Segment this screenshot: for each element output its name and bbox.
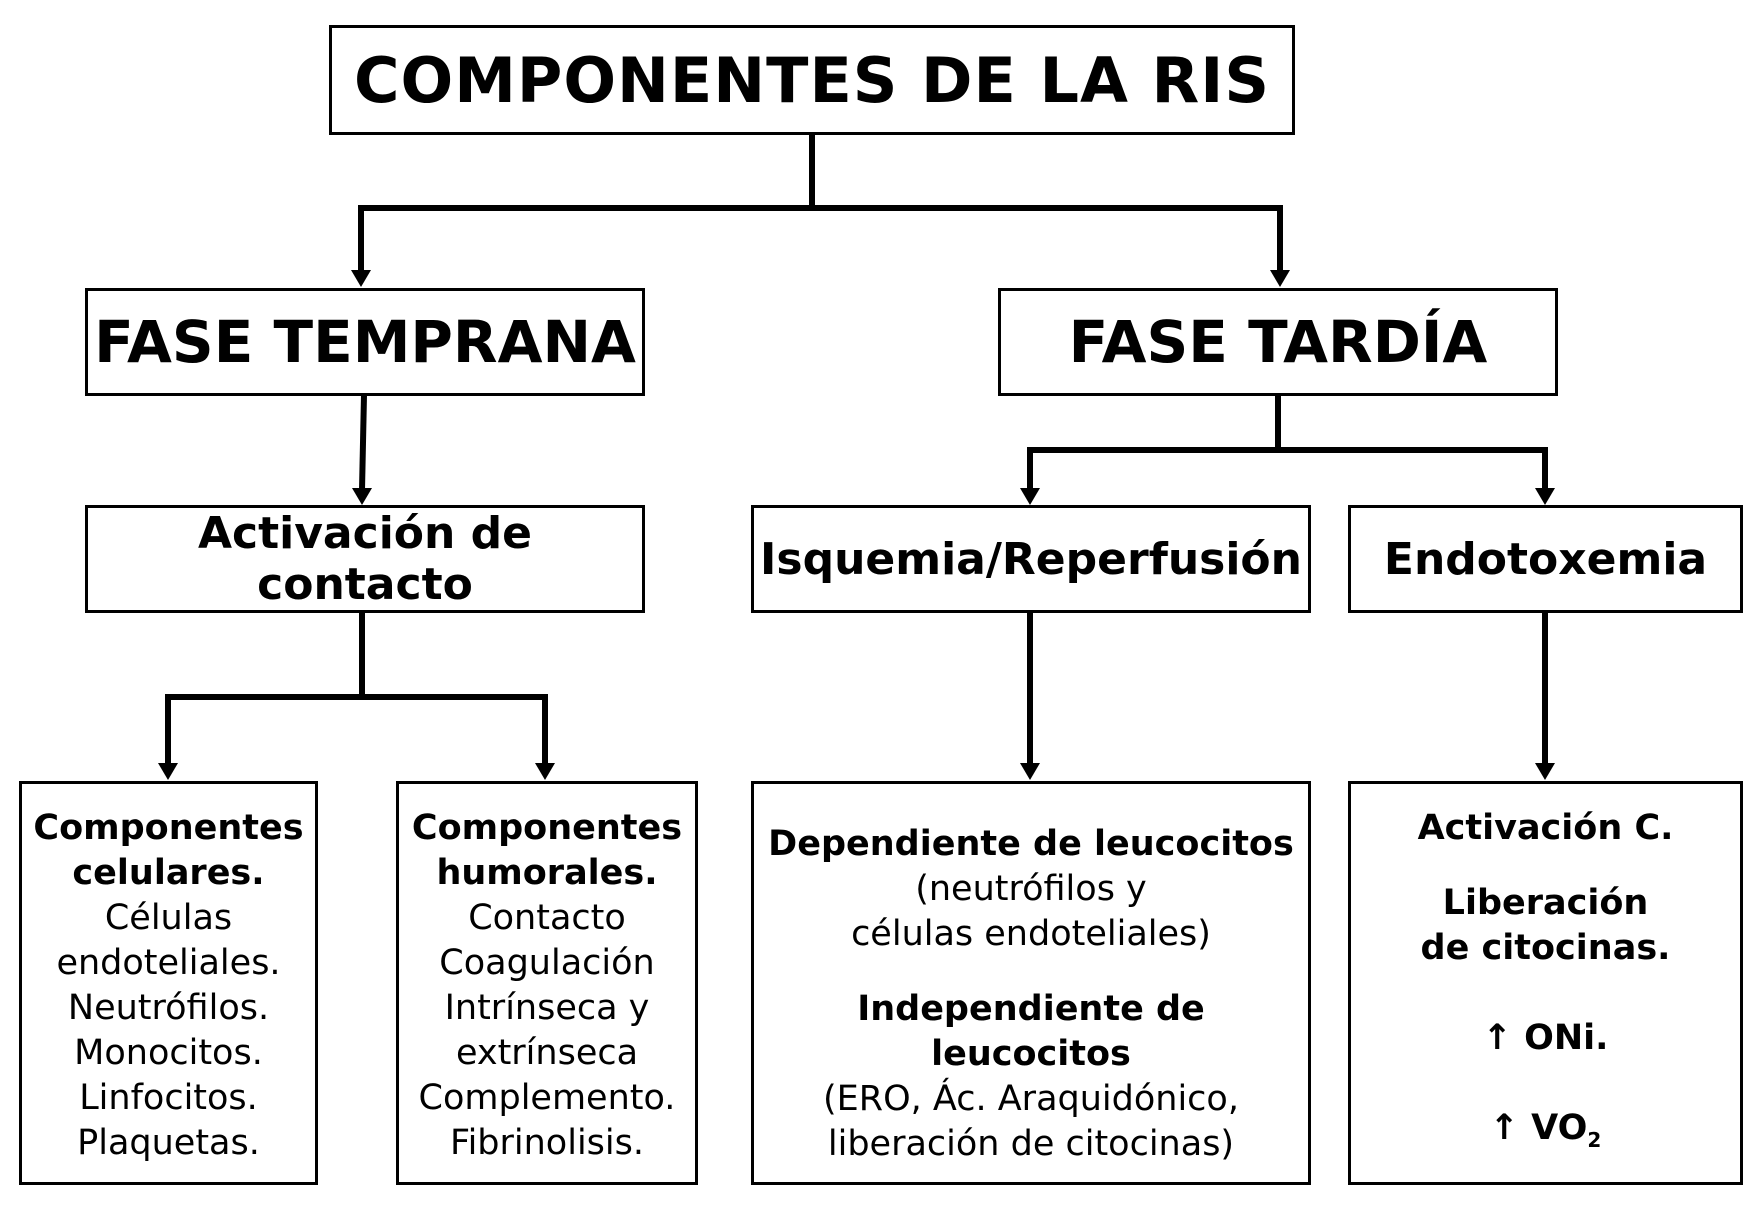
leukocyte-dependent-line1: (neutrófilos y	[915, 869, 1147, 909]
up-arrow-icon: ↑	[1482, 1018, 1512, 1058]
leukocyte-independent-line1: (ERO, Ác. Araquidónico,	[823, 1079, 1239, 1119]
cytokine-release-line2: de citocinas.	[1420, 928, 1671, 968]
title-box: COMPONENTES DE LA RIS	[329, 25, 1295, 135]
humoral-item: extrínseca	[455, 1033, 639, 1073]
cellular-heading-line2: celulares.	[72, 853, 265, 893]
cellular-components-box: Componentes celulares. Células endotelia…	[19, 781, 318, 1185]
humoral-heading-line2: humorales.	[436, 853, 658, 893]
late-phase-box: FASE TARDÍA	[998, 288, 1558, 396]
oni-label: ONi.	[1524, 1018, 1609, 1058]
up-arrow-icon: ↑	[1489, 1108, 1519, 1148]
cytokine-release-line1: Liberación	[1442, 883, 1649, 923]
leukocyte-independent-line2: liberación de citocinas)	[827, 1124, 1235, 1164]
diagram-title: COMPONENTES DE LA RIS	[353, 43, 1270, 117]
cellular-item: Células	[104, 898, 233, 938]
vo2-subscript: 2	[1587, 1128, 1602, 1152]
vo2-label: VO	[1531, 1108, 1588, 1148]
humoral-heading-line1: Componentes	[411, 808, 683, 848]
early-phase-box: FASE TEMPRANA	[85, 288, 645, 396]
ischemia-box: Isquemia/Reperfusión	[751, 505, 1311, 613]
complement-activation: Activación C.	[1417, 808, 1674, 848]
humoral-components-box: Componentes humorales. Contacto Coagulac…	[396, 781, 698, 1185]
ischemia-label: Isquemia/Reperfusión	[760, 533, 1302, 585]
endotoxemia-box: Endotoxemia	[1348, 505, 1743, 613]
humoral-item: Complemento.	[418, 1078, 676, 1118]
leukocyte-dependent-line2: células endoteliales)	[851, 914, 1211, 954]
oni-increase: ↑ ONi.	[1483, 1016, 1609, 1061]
cellular-heading-line1: Componentes	[33, 808, 304, 848]
humoral-item: Coagulación	[439, 943, 655, 983]
leukocyte-independent-title: Independiente de leucocitos	[857, 989, 1205, 1074]
endotoxemia-details-box: Activación C. Liberación de citocinas. ↑…	[1348, 781, 1743, 1185]
cellular-item: Plaquetas.	[77, 1123, 260, 1163]
cellular-item: Neutrófilos.	[67, 988, 270, 1028]
humoral-item: Fibrinolisis.	[449, 1123, 644, 1163]
endotoxemia-label: Endotoxemia	[1383, 533, 1708, 585]
ischemia-details-box: Dependiente de leucocitos (neutrófilos y…	[751, 781, 1311, 1185]
late-phase-label: FASE TARDÍA	[1068, 308, 1488, 376]
contact-activation-label: Activación de contacto	[198, 508, 532, 610]
leukocyte-dependent-title: Dependiente de leucocitos	[768, 824, 1294, 864]
cellular-item: Linfocitos.	[79, 1078, 258, 1118]
cellular-item: endoteliales.	[56, 943, 281, 983]
vo2-increase: ↑ VO2	[1490, 1106, 1602, 1163]
contact-activation-box: Activación de contacto	[85, 505, 645, 613]
early-phase-label: FASE TEMPRANA	[94, 308, 636, 376]
humoral-item: Contacto	[468, 898, 626, 938]
cellular-item: Monocitos.	[74, 1033, 263, 1073]
humoral-item: Intrínseca y	[444, 988, 650, 1028]
